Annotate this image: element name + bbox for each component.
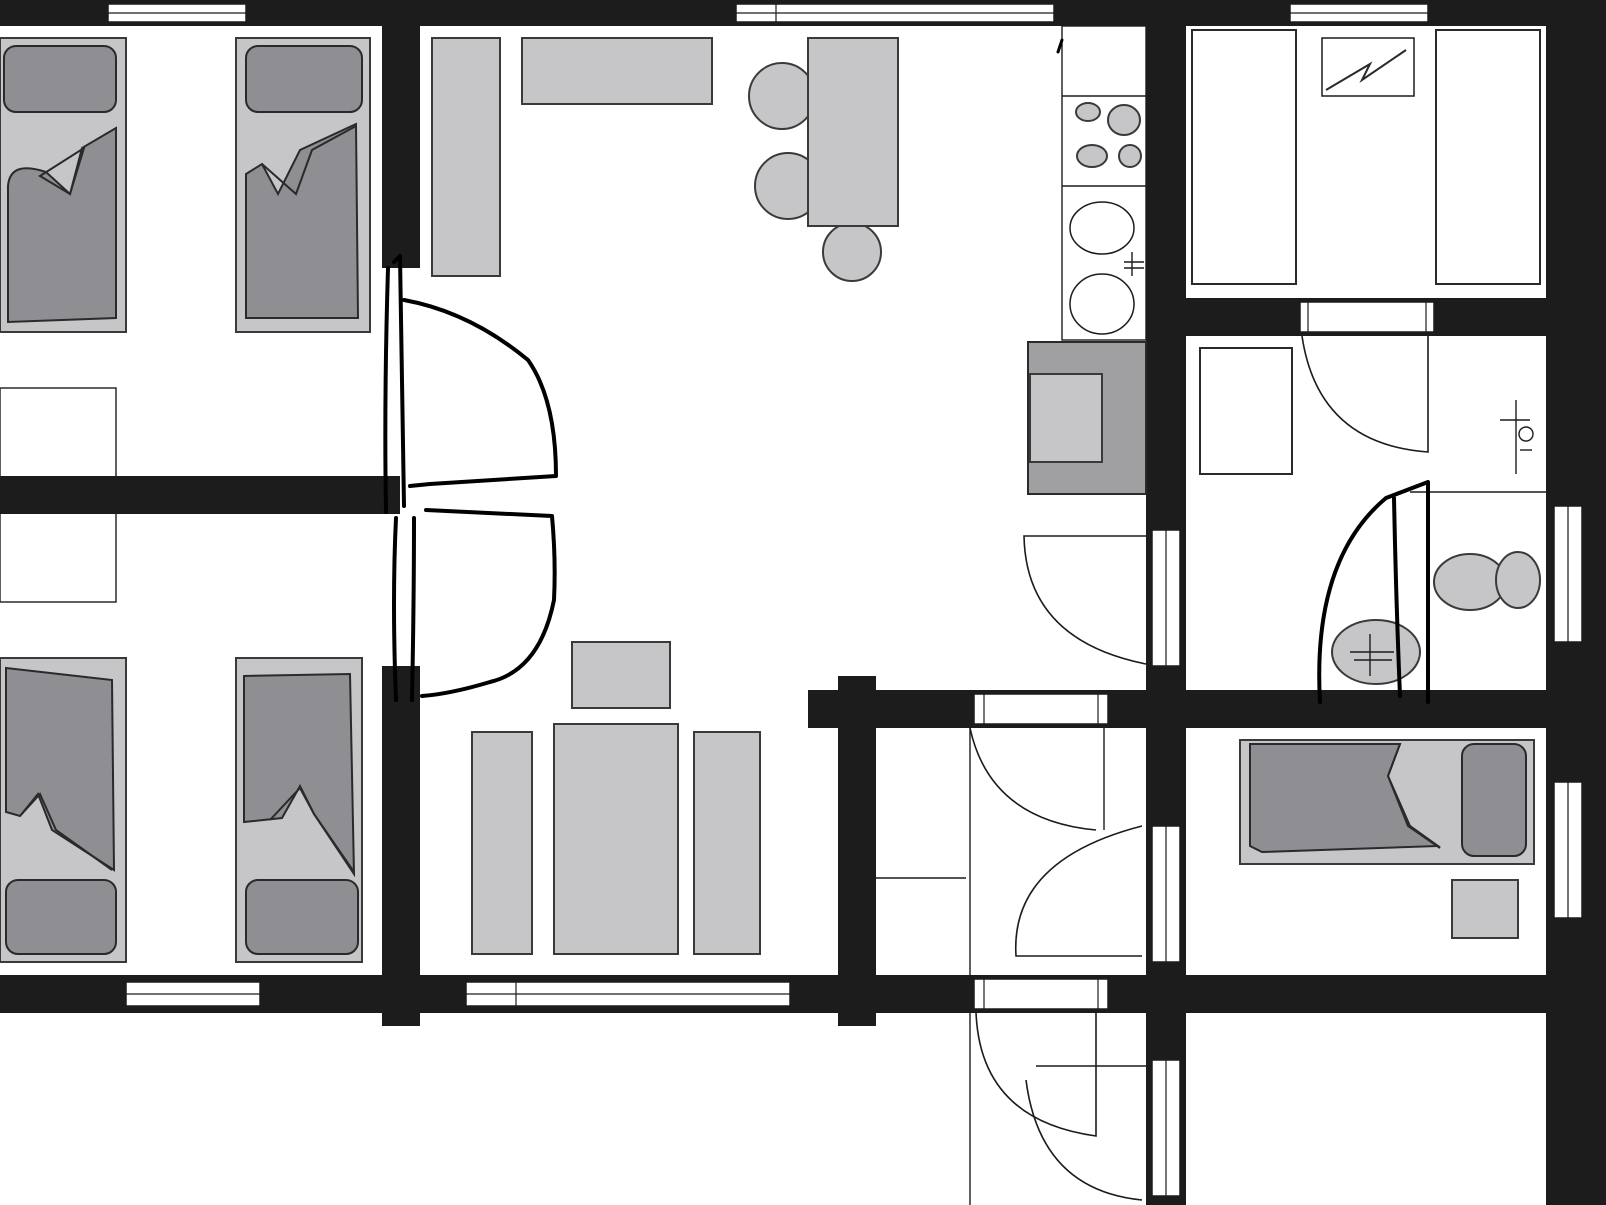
window-bottom-left	[125, 981, 261, 1007]
window-right-1	[1553, 505, 1583, 643]
wall-middle-horizontal	[808, 690, 1606, 728]
sofa-set	[471, 641, 761, 955]
bench	[1191, 29, 1297, 285]
bed	[0, 37, 127, 333]
entrance-door-2	[1025, 1079, 1143, 1201]
bed	[0, 657, 127, 963]
armchair	[471, 731, 533, 955]
window-hall-top	[973, 693, 1109, 725]
entrance	[975, 1011, 1146, 1201]
toilet	[1433, 551, 1541, 611]
washroom	[1199, 335, 1546, 493]
stove	[1075, 102, 1142, 168]
bed	[235, 37, 371, 333]
washbasin	[1331, 619, 1421, 685]
bedroom-bottom-left	[0, 657, 363, 963]
dining-set	[748, 37, 899, 282]
chair	[822, 222, 882, 282]
windows	[107, 3, 1583, 1197]
sketch-door-bottom	[392, 508, 557, 702]
bed	[235, 657, 363, 963]
window-top-center	[735, 3, 1055, 23]
shower-tap	[1500, 400, 1534, 474]
kitchen	[1023, 25, 1147, 665]
wall-hall-left	[838, 676, 876, 1026]
wall-bedroom-divider	[0, 476, 400, 514]
nightstand	[1451, 879, 1519, 939]
coffee-table	[571, 641, 671, 709]
hall-door-lower	[1015, 825, 1143, 957]
hall	[876, 727, 1143, 1205]
window-bottom-center	[465, 981, 791, 1007]
wall-bedrooms-living-upper	[382, 0, 420, 268]
sideboard	[431, 37, 501, 277]
toilet-room	[1317, 480, 1541, 704]
window-kitchen-right-2	[1151, 825, 1181, 963]
sofa	[553, 723, 679, 955]
window-hall-bottom	[973, 978, 1109, 1010]
sketch-door-top	[383, 254, 558, 514]
sketch-mark	[1056, 38, 1064, 54]
shelf	[521, 37, 713, 105]
window-top-right	[1289, 3, 1429, 23]
window-sauna-door	[1299, 301, 1435, 333]
bedroom-right	[1239, 739, 1535, 939]
armchair	[693, 731, 761, 955]
window-entrance-right	[1151, 1059, 1181, 1197]
bench	[1435, 29, 1541, 285]
heater	[1321, 37, 1415, 97]
window-right-2	[1553, 781, 1583, 919]
chair	[748, 62, 816, 130]
hall-door-upper	[969, 727, 1097, 831]
bed	[1239, 739, 1535, 865]
dining-table	[807, 37, 899, 227]
dresser	[0, 387, 117, 603]
wall-bedrooms-living-lower	[382, 666, 420, 1026]
fireplace	[1027, 341, 1147, 495]
living-room	[383, 37, 899, 955]
entrance-door-1	[975, 1011, 1097, 1137]
window-kitchen-right-1	[1151, 529, 1181, 667]
kitchen-door	[1023, 535, 1147, 665]
bedroom-top-left	[0, 37, 371, 603]
kitchen-counter	[1061, 25, 1147, 341]
shower-bench	[1199, 347, 1293, 475]
sauna	[1191, 29, 1541, 285]
sketch-toilet-door	[1317, 480, 1430, 704]
washroom-door	[1301, 335, 1429, 453]
wall-bottom	[0, 975, 1606, 1013]
double-sink	[1069, 201, 1144, 335]
window-top-left	[107, 3, 247, 23]
